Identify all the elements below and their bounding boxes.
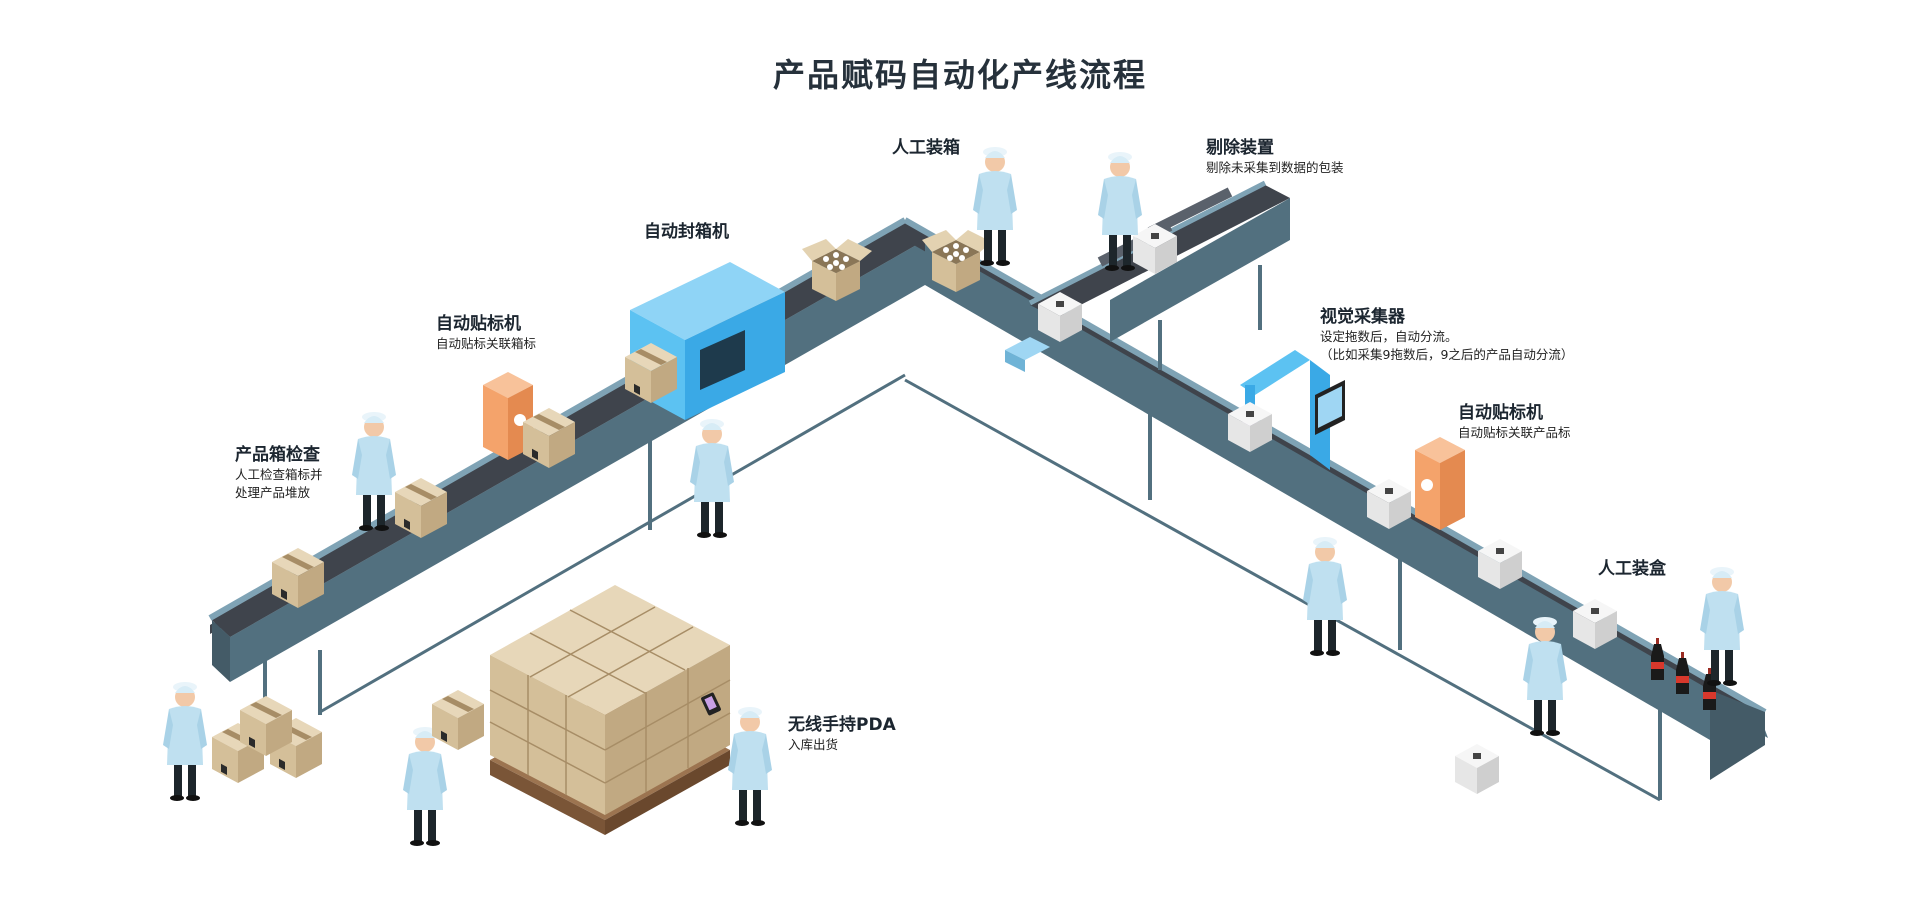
label-manual-pack: 人工装箱 — [892, 137, 960, 159]
label-desc: 设定拖数后，自动分流。 — [1320, 329, 1458, 344]
worker-pda — [728, 707, 772, 826]
label-desc: 处理产品堆放 — [235, 485, 311, 500]
label-title: 人工装盒 — [1598, 559, 1666, 579]
empty-box — [1455, 744, 1499, 794]
label-title: 剔除装置 — [1206, 138, 1274, 158]
worker-box-packing — [1700, 567, 1744, 686]
label-manual-box: 人工装盒 — [1598, 558, 1666, 580]
worker-carrying — [403, 727, 447, 846]
label-title: 视觉采集器 — [1320, 307, 1405, 327]
label-product-labeler: 自动贴标机 自动贴标关联产品标 — [1458, 402, 1571, 442]
label-desc: 剔除未采集到数据的包装 — [1206, 160, 1344, 175]
label-title: 自动贴标机 — [1458, 403, 1543, 423]
worker-vision — [1303, 537, 1347, 656]
pallet-stack — [489, 585, 731, 835]
worker-sealer — [690, 419, 734, 538]
carried-carton — [432, 690, 484, 750]
label-desc: 入库出货 — [788, 737, 839, 752]
product-labeler-machine — [1415, 437, 1465, 530]
label-vision: 视觉采集器 设定拖数后，自动分流。 （比如采集9拖数后，9之后的产品自动分流） — [1320, 306, 1573, 364]
label-box-labeler: 自动贴标机 自动贴标关联箱标 — [436, 313, 536, 353]
label-desc: 自动贴标关联箱标 — [436, 336, 537, 351]
label-reject: 剔除装置 剔除未采集到数据的包装 — [1206, 137, 1344, 177]
label-desc: 人工检查箱标并 — [235, 467, 323, 482]
label-title: 自动贴标机 — [436, 314, 521, 334]
label-title: 产品箱检查 — [235, 445, 320, 465]
label-title: 人工装箱 — [892, 138, 960, 158]
label-inspection: 产品箱检查 人工检查箱标并 处理产品堆放 — [235, 444, 323, 502]
label-sealer: 自动封箱机 — [644, 221, 729, 243]
label-title: 自动封箱机 — [644, 222, 729, 242]
label-pda: 无线手持PDA 入库出货 — [788, 714, 896, 754]
label-desc: 自动贴标关联产品标 — [1458, 425, 1571, 440]
worker-floor — [163, 682, 207, 801]
pda-device-icon — [701, 692, 721, 716]
reject-pusher — [1005, 337, 1050, 372]
label-title: 无线手持PDA — [788, 715, 896, 735]
bottle — [1676, 652, 1689, 694]
page-title: 产品赋码自动化产线流程 — [772, 56, 1147, 94]
bottle — [1651, 638, 1664, 680]
label-desc: （比如采集9拖数后，9之后的产品自动分流） — [1320, 347, 1574, 362]
